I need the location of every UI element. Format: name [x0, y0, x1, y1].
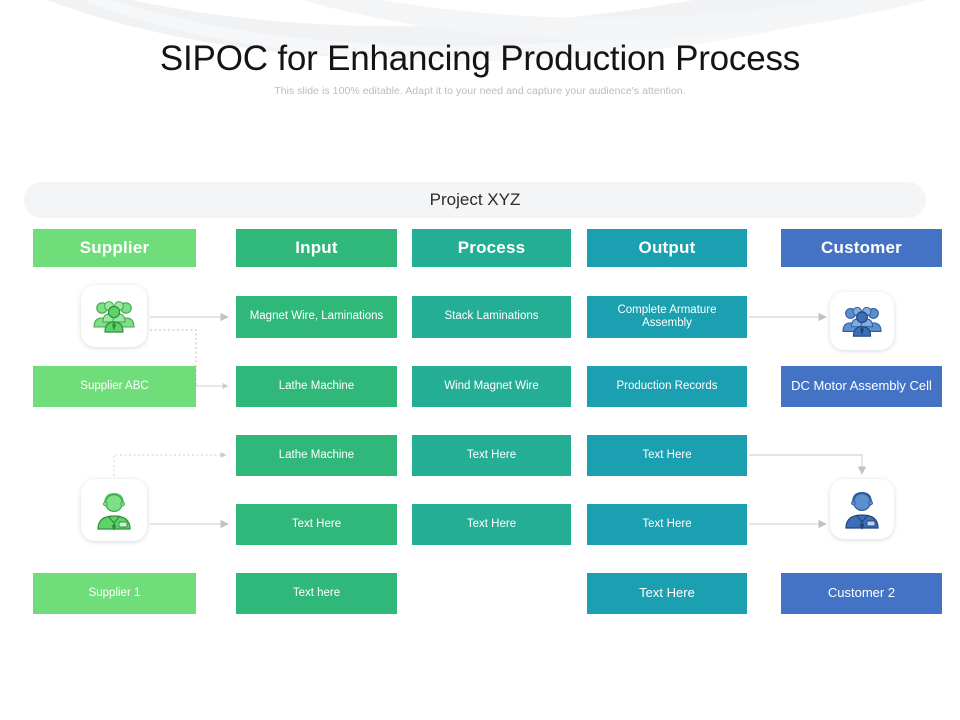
- column-header-output[interactable]: Output: [587, 229, 747, 267]
- cell-process-2[interactable]: Wind Magnet Wire: [412, 366, 571, 407]
- column-header-input-label: Input: [295, 238, 338, 258]
- column-header-process-label: Process: [457, 238, 526, 258]
- cell-customer-2[interactable]: DC Motor Assembly Cell: [781, 366, 942, 407]
- people-group-icon: [93, 301, 135, 333]
- cell-input-1[interactable]: Magnet Wire, Laminations: [236, 296, 397, 338]
- people-group-icon: [842, 306, 882, 337]
- cell-input-2[interactable]: Lathe Machine: [236, 366, 397, 407]
- cell-input-3[interactable]: Lathe Machine: [236, 435, 397, 476]
- cell-output-3-label: Text Here: [642, 448, 692, 461]
- cell-input-3-label: Lathe Machine: [278, 448, 355, 461]
- cell-process-1-label: Stack Laminations: [444, 310, 539, 323]
- cell-process-1[interactable]: Stack Laminations: [412, 296, 571, 338]
- supplier-group-icon-card[interactable]: [81, 285, 147, 347]
- cell-output-2-label: Production Records: [616, 379, 718, 392]
- column-header-output-label: Output: [638, 238, 696, 258]
- cell-input-1-label: Magnet Wire, Laminations: [249, 310, 384, 323]
- cell-supplier-5[interactable]: Supplier 1: [33, 573, 196, 614]
- cell-input-4[interactable]: Text Here: [236, 504, 397, 545]
- page-subtitle: This slide is 100% editable. Adapt it to…: [274, 84, 686, 97]
- cell-customer-2-label: DC Motor Assembly Cell: [791, 378, 932, 394]
- cell-output-5[interactable]: Text Here: [587, 573, 747, 614]
- cell-customer-5[interactable]: Customer 2: [781, 573, 942, 614]
- cell-supplier-5-label: Supplier 1: [88, 586, 141, 599]
- column-header-input[interactable]: Input: [236, 229, 397, 267]
- page-title: SIPOC for Enhancing Production Process: [159, 39, 801, 78]
- cell-output-4[interactable]: Text Here: [587, 504, 747, 545]
- cell-customer-5-label: Customer 2: [827, 585, 896, 601]
- cell-process-4-label: Text Here: [466, 517, 517, 530]
- cell-input-4-label: Text Here: [291, 517, 342, 530]
- column-header-customer[interactable]: Customer: [781, 229, 942, 267]
- column-header-customer-label: Customer: [821, 238, 902, 258]
- cell-output-1[interactable]: Complete Armature Assembly: [587, 296, 747, 338]
- project-banner-label: Project XYZ: [429, 190, 521, 209]
- cell-input-2-label: Lathe Machine: [278, 379, 355, 392]
- slide-header: SIPOC for Enhancing Production Process T…: [0, 39, 960, 97]
- cell-input-5-label: Text here: [292, 586, 341, 599]
- cell-supplier-2-label: Supplier ABC: [80, 379, 149, 392]
- customer-group-icon-card[interactable]: [830, 292, 894, 350]
- cell-output-1-label: Complete Armature Assembly: [617, 303, 717, 329]
- cell-output-5-label: Text Here: [639, 585, 695, 601]
- project-banner: Project XYZ: [24, 182, 926, 218]
- person-icon: [97, 493, 131, 531]
- cell-process-2-label: Wind Magnet Wire: [444, 379, 539, 392]
- person-icon: [845, 492, 879, 530]
- cell-supplier-2[interactable]: Supplier ABC: [33, 366, 196, 407]
- cell-output-4-label: Text Here: [642, 517, 692, 530]
- supplier-person-icon-card[interactable]: [81, 479, 147, 541]
- customer-person-icon-card[interactable]: [830, 479, 894, 539]
- cell-process-4[interactable]: Text Here: [412, 504, 571, 545]
- cell-process-3[interactable]: Text Here: [412, 435, 571, 476]
- column-header-supplier-label: Supplier: [79, 238, 150, 258]
- cell-output-3[interactable]: Text Here: [587, 435, 747, 476]
- cell-output-2[interactable]: Production Records: [587, 366, 747, 407]
- column-header-process[interactable]: Process: [412, 229, 571, 267]
- cell-input-5[interactable]: Text here: [236, 573, 397, 614]
- cell-process-3-label: Text Here: [466, 448, 517, 461]
- column-header-supplier[interactable]: Supplier: [33, 229, 196, 267]
